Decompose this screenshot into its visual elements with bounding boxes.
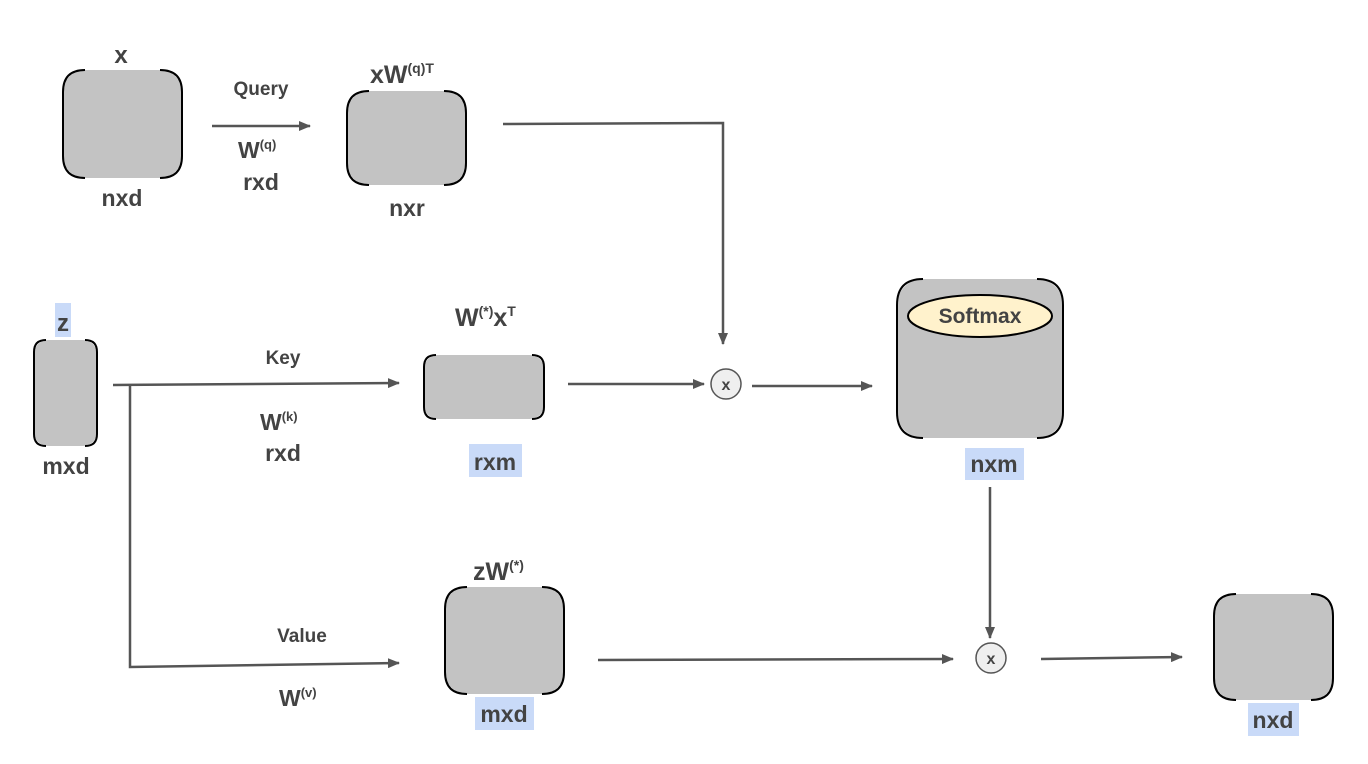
node-attn-dims-highlight bbox=[965, 448, 1024, 480]
node-x-dims: nxd bbox=[102, 185, 143, 211]
node-zw-label-sup: (*) bbox=[509, 557, 524, 573]
node-out-dims: nxd bbox=[1253, 707, 1294, 733]
key-weight: W(k) bbox=[260, 409, 298, 435]
edge-key: Key W(k) rxd bbox=[260, 348, 301, 466]
node-z-label: z bbox=[57, 310, 69, 337]
query-to-mult-arrow bbox=[502, 121, 728, 345]
node-zw-label-base: zW bbox=[473, 558, 510, 586]
node-z: z mxd bbox=[33, 303, 98, 479]
query-label: Query bbox=[234, 79, 289, 100]
node-xwq-box bbox=[347, 91, 466, 185]
multiply-op-1-circle bbox=[710, 368, 742, 400]
node-out: nxd bbox=[1213, 593, 1334, 736]
softmax-label: Softmax bbox=[939, 305, 1022, 328]
value-weight: W(v) bbox=[279, 685, 317, 711]
node-wx-label-base2: x bbox=[493, 304, 507, 332]
query-weight-base: W bbox=[238, 137, 260, 163]
key-weight-base: W bbox=[260, 409, 282, 435]
node-wx-label-sup2: T bbox=[507, 303, 516, 319]
value-weight-base: W bbox=[279, 685, 301, 711]
node-wx-label-base1: W bbox=[455, 304, 479, 332]
softmax-ellipse bbox=[907, 294, 1053, 338]
node-zw-label: zW(*) bbox=[473, 557, 524, 586]
node-xwq-label-sup: (q)T bbox=[408, 60, 435, 76]
value-weight-sup: (v) bbox=[301, 685, 317, 700]
node-attn: Softmax nxm bbox=[896, 278, 1064, 480]
key-weight-sup: (k) bbox=[282, 409, 298, 424]
node-zw-dims-highlight bbox=[475, 697, 534, 730]
node-zw: zW(*) mxd bbox=[444, 557, 565, 730]
multiply-op-1-symbol: x bbox=[722, 377, 731, 394]
node-wx-box bbox=[424, 355, 544, 419]
node-out-box bbox=[1214, 594, 1333, 700]
node-attn-dims: nxm bbox=[970, 451, 1017, 477]
value-label: Value bbox=[277, 626, 327, 647]
node-x-label: x bbox=[114, 42, 128, 69]
node-wx: W(*)xT rxm bbox=[423, 303, 545, 477]
query-weight-sup: (q) bbox=[260, 137, 277, 152]
node-wx-dims-highlight bbox=[469, 444, 522, 477]
node-wx-label: W(*)xT bbox=[455, 303, 516, 332]
node-xwq-dims: nxr bbox=[389, 195, 425, 221]
node-x-box bbox=[63, 70, 182, 178]
value-arrow bbox=[128, 385, 400, 669]
edge-query: Query W(q) rxd bbox=[212, 79, 311, 195]
node-zw-dims: mxd bbox=[480, 701, 527, 727]
node-xwq-label: xW(q)T bbox=[370, 60, 434, 89]
node-wx-label-sup1: (*) bbox=[479, 303, 494, 319]
key-label: Key bbox=[266, 348, 301, 369]
node-z-box bbox=[34, 340, 97, 446]
node-x: x nxd bbox=[62, 42, 183, 211]
mult-to-output-arrow bbox=[1040, 652, 1183, 663]
node-z-label-highlight bbox=[55, 303, 71, 337]
key-arrow bbox=[112, 378, 400, 389]
query-weight-dims: rxd bbox=[243, 169, 279, 195]
key-weight-dims: rxd bbox=[265, 440, 301, 466]
multiply-op-2: x bbox=[975, 642, 1007, 674]
query-weight: W(q) bbox=[238, 137, 276, 163]
edge-value: Value W(v) bbox=[277, 626, 327, 711]
node-zw-box bbox=[445, 587, 564, 694]
value-to-mult-arrow bbox=[597, 654, 954, 665]
node-out-dims-highlight bbox=[1248, 703, 1299, 736]
node-xwq-label-base: xW bbox=[370, 61, 408, 89]
node-wx-dims: rxm bbox=[474, 449, 516, 475]
node-z-dims: mxd bbox=[42, 453, 89, 479]
node-xwq: xW(q)T nxr bbox=[346, 60, 467, 221]
multiply-op-2-symbol: x bbox=[987, 651, 996, 668]
multiply-op-2-circle bbox=[975, 642, 1007, 674]
multiply-op-1: x bbox=[710, 368, 742, 400]
